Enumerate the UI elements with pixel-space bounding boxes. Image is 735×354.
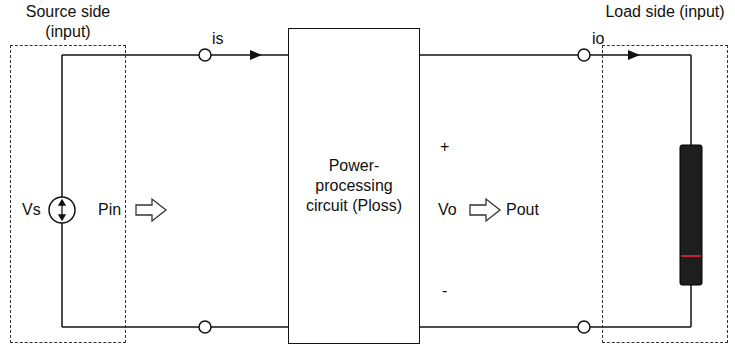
source-voltage-label: Vs: [22, 201, 41, 219]
side-heading: Load side (input): [597, 2, 733, 22]
current-label: io: [592, 30, 604, 48]
box-label: Power-processing circuit (Ploss): [289, 156, 419, 216]
polarity-sign: -: [442, 282, 447, 300]
side-heading: Source side (input): [5, 2, 131, 42]
wire: [690, 55, 692, 145]
process-box: Power-processing circuit (Ploss): [288, 28, 420, 344]
power-label: Pout: [506, 201, 539, 219]
power-flow-arrow: [136, 199, 166, 221]
voltage-source-symbol: [49, 197, 75, 223]
current-arrow: [628, 50, 640, 60]
wire: [690, 285, 692, 327]
wire: [420, 326, 602, 328]
polarity-sign: +: [440, 138, 449, 156]
wire: [62, 326, 126, 328]
resistor-band: [681, 255, 701, 257]
current-arrow: [250, 50, 262, 60]
terminal: [199, 321, 211, 333]
resistor-symbol: [680, 145, 702, 285]
current-label: is: [212, 30, 224, 48]
wire: [602, 54, 691, 56]
power-label: Pin: [98, 201, 121, 219]
terminal: [199, 49, 211, 61]
source-side-box: Source side (input): [10, 45, 126, 343]
wire: [420, 54, 602, 56]
power-flow-arrow: [470, 199, 500, 221]
output-voltage-label: Vo: [438, 201, 457, 219]
wire: [62, 54, 126, 56]
voltage-source-arrow: [59, 200, 65, 220]
terminal: [578, 49, 590, 61]
wire: [602, 326, 691, 328]
terminal: [578, 321, 590, 333]
wire: [61, 223, 63, 327]
wire: [61, 55, 63, 197]
load-side-box: Load side (input): [602, 45, 728, 343]
